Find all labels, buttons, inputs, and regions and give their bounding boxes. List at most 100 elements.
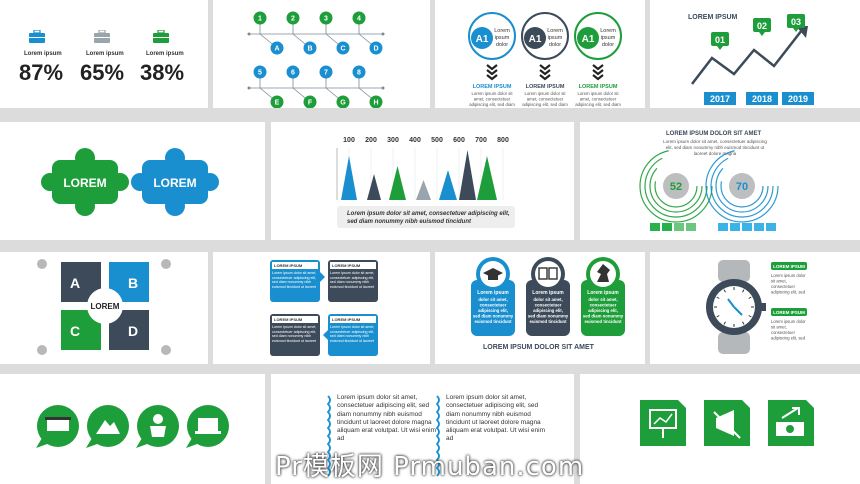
watch-note-body: adipiscing elit, sed (771, 336, 806, 341)
node-label: 1 (258, 16, 262, 23)
watch-hand (727, 298, 735, 308)
arrow-head-icon (796, 26, 808, 38)
axis-tick: 300 (387, 137, 399, 144)
panel-percent-stats[interactable]: Lorem ipsum Lorem ipsum Lorem ipsum 87% … (0, 0, 208, 108)
cycle-center (87, 288, 123, 324)
watch-tick (716, 315, 720, 318)
corner-dot (161, 259, 171, 269)
gauge-body: Lorem ipsum dolor sit amet, consectetuer… (663, 139, 767, 156)
speech-box-body: Lorem ipsum dolor sit amet, consectetuer… (272, 325, 317, 343)
icon-tile (640, 400, 686, 446)
watch-note-tag (771, 262, 807, 270)
puzzle-piece: LOREM (41, 148, 129, 216)
triangle-bar (439, 170, 457, 200)
watch-tick (723, 289, 726, 293)
watch-note-body: Lorem ipsum dolor (771, 273, 806, 278)
panel-puzzle[interactable]: LOREM LOREM (0, 122, 265, 240)
node-label: 7 (324, 70, 328, 77)
step-text: Lorem (600, 28, 616, 34)
megaphone-icon (713, 411, 741, 439)
gauge-ring (654, 164, 698, 208)
tile-corner-fold (678, 400, 686, 408)
watch-note-title: LOREM IPSUM (773, 310, 805, 315)
watch-note-body: sit amet, (771, 325, 787, 330)
step-body: Lorem ipsum dolor sit (524, 91, 566, 96)
laptop-icon (195, 431, 221, 434)
triangle-bar (416, 180, 431, 200)
node-label: 5 (258, 70, 262, 77)
gauge-core (729, 173, 755, 199)
tile-corner-fold (742, 400, 750, 408)
info-card (471, 280, 515, 336)
gauge-ring (639, 149, 713, 223)
triangle-bar (477, 156, 497, 200)
panel-green-icons[interactable] (580, 374, 860, 484)
chevron-down-icon (539, 74, 551, 81)
watch-strap (718, 332, 750, 354)
node-label: H (373, 100, 378, 107)
puzzle-label: LOREM (63, 176, 106, 190)
watch-crown (761, 303, 766, 311)
wavy-divider (435, 395, 440, 477)
panel-chat-icons[interactable] (0, 374, 265, 484)
chevron-down-icon (592, 64, 604, 71)
card-body: consectetuer (480, 303, 507, 308)
pointer-arrow (320, 272, 325, 282)
book-icon (538, 267, 548, 280)
watch-tick (748, 296, 752, 299)
card-body: dolor sit amet, (478, 297, 507, 302)
year-box (746, 92, 778, 105)
axis-tick: 600 (453, 137, 465, 144)
gauge-ring (705, 149, 779, 223)
card-body: euismod tincidunt (475, 319, 513, 324)
cycle-letter: C (70, 323, 80, 339)
watch-tick (742, 289, 745, 293)
step-text: dolor (496, 42, 508, 48)
network-node (253, 65, 267, 79)
info-card (526, 280, 570, 336)
card-body: adipiscing elit, (588, 308, 618, 313)
card-body: euismod tincidunt (530, 319, 568, 324)
gauge-ring (649, 159, 703, 213)
color-swatch (650, 223, 660, 231)
money-growth-icon (786, 425, 794, 433)
puzzle-piece: LOREM (131, 148, 219, 216)
step-title: LOREM IPSUM (579, 84, 618, 90)
watch-note-title: LOREM IPSUM (773, 264, 805, 269)
year-box (782, 92, 814, 105)
chevron-down-icon (486, 74, 498, 81)
year-label: 2017 (710, 94, 730, 104)
panel-radial-gauges[interactable]: LOREM IPSUM DOLOR SIT AMET Lorem ipsum d… (580, 122, 860, 240)
color-swatch (730, 223, 740, 231)
puzzle-label: LOREM (153, 176, 196, 190)
panel-text-columns[interactable]: Lorem ipsum dolor sit amet, consectetuer… (271, 374, 574, 484)
network-node (352, 65, 366, 79)
step-code: A1 (476, 34, 489, 45)
network-node (303, 95, 317, 108)
node-label: C (340, 46, 345, 53)
puzzle-tab (75, 196, 95, 216)
axis-tick: 100 (343, 137, 355, 144)
growth-line (691, 29, 803, 85)
card-body: euismod tincidunt (585, 319, 623, 324)
puzzle-pieces-graphic: LOREM LOREM (41, 148, 219, 216)
card-title: Lorem ipsum (477, 290, 509, 296)
briefcase-icon (153, 30, 169, 43)
book-icon (548, 267, 558, 280)
node-label: F (308, 100, 313, 107)
network-node (303, 41, 317, 55)
step-text: Lorem (494, 28, 510, 34)
wavy-divider-graphic (326, 395, 440, 477)
caption-box (337, 206, 515, 228)
timeline-title: LOREM IPSUM (688, 14, 738, 21)
